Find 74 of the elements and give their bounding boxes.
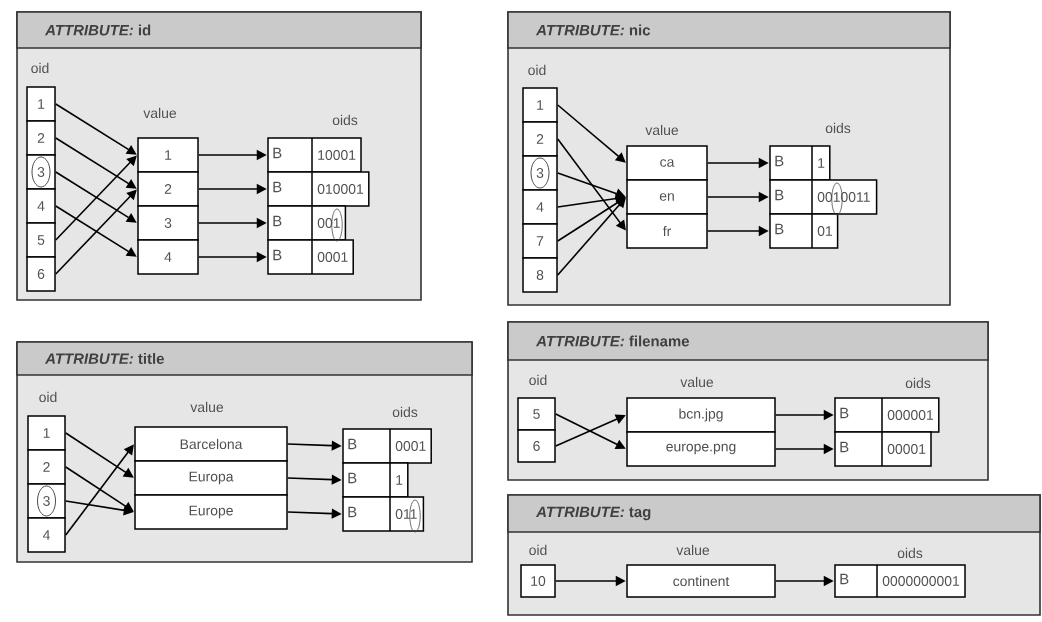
column-label: oids	[825, 122, 851, 134]
value-cell: 6	[517, 429, 556, 463]
value-cell: 7	[522, 223, 558, 259]
bitmap-row: B 0010011	[769, 179, 878, 215]
value-cell: 2	[522, 121, 558, 157]
value-cell: 10	[520, 564, 556, 598]
value-cell: en	[626, 179, 708, 215]
value-cell: 4	[26, 188, 56, 224]
bitmap-row: B 1	[769, 145, 831, 181]
arrow	[556, 197, 626, 276]
value-cell: 3	[26, 154, 56, 190]
value-cell: 2	[137, 171, 199, 207]
arrow	[64, 432, 134, 478]
value-cell: 1	[522, 87, 558, 123]
column-label: oid	[529, 374, 547, 386]
column-label: oid	[528, 64, 546, 76]
panel-title: ATTRIBUTE: nic	[535, 24, 651, 36]
bitmap-row: B 0000000001	[834, 564, 966, 598]
value-cell: 6	[26, 256, 56, 292]
column-label: value	[676, 544, 710, 556]
value-cell: continent	[626, 564, 776, 598]
arrow	[54, 103, 137, 155]
value-cell: 4	[522, 189, 558, 225]
arrow	[54, 189, 137, 275]
bitmap-row: B 011	[342, 496, 425, 532]
value-cell: 5	[517, 397, 556, 431]
column-label: value	[190, 401, 224, 413]
value-cell: europe.png	[626, 431, 776, 467]
column-label: oids	[332, 114, 358, 126]
value-cell: 4	[137, 239, 199, 275]
panel-title: ATTRIBUTE: filename	[535, 335, 689, 347]
arrow	[54, 205, 137, 257]
column-label: oid	[39, 391, 57, 403]
panel-title: ATTRIBUTE: title	[44, 353, 164, 364]
column-label: oids	[392, 406, 418, 418]
value-cell: 8	[522, 257, 558, 293]
value-cell: 5	[26, 222, 56, 258]
arrow	[54, 155, 137, 241]
value-cell: 2	[27, 449, 66, 485]
bitmap-row: B 001	[267, 205, 347, 241]
column-label: value	[143, 107, 177, 119]
value-cell: 1	[26, 86, 56, 122]
value-cell: 1	[27, 415, 66, 451]
value-cell: 3	[522, 155, 558, 191]
value-cell: bcn.jpg	[626, 397, 776, 433]
bitmap-row: B 1	[342, 462, 409, 498]
value-cell: fr	[626, 213, 708, 249]
bitmap-row: B 00001	[834, 431, 932, 467]
arrow	[54, 171, 137, 223]
column-label: oid	[529, 544, 547, 556]
value-cell: Barcelona	[134, 426, 288, 462]
value-cell: Europa	[134, 460, 288, 496]
column-label: value	[645, 124, 679, 136]
value-cell: 3	[137, 205, 199, 241]
value-cell: Europe	[134, 494, 288, 530]
arrow	[556, 104, 626, 163]
bitmap-row: B 10001	[267, 137, 362, 173]
bitmap-row: B 000001	[834, 397, 940, 433]
column-label: oids	[897, 547, 923, 559]
column-label: value	[680, 376, 714, 388]
bitmap-row: B 01	[769, 213, 839, 249]
column-label: oid	[31, 62, 49, 74]
value-cell: 2	[26, 120, 56, 156]
panel-title: ATTRIBUTE: id	[44, 24, 151, 36]
bitmap-row: B 0001	[342, 428, 432, 464]
arrow	[54, 137, 137, 189]
panel-title: ATTRIBUTE: tag	[535, 506, 651, 521]
value-cell: ca	[626, 145, 708, 181]
bitmap-row: B 0001	[267, 239, 354, 275]
value-cell: 4	[27, 517, 66, 553]
value-cell: 3	[27, 483, 66, 519]
bitmap-row: B 010001	[267, 171, 370, 207]
column-label: oids	[905, 377, 931, 389]
value-cell: 1	[137, 137, 199, 173]
